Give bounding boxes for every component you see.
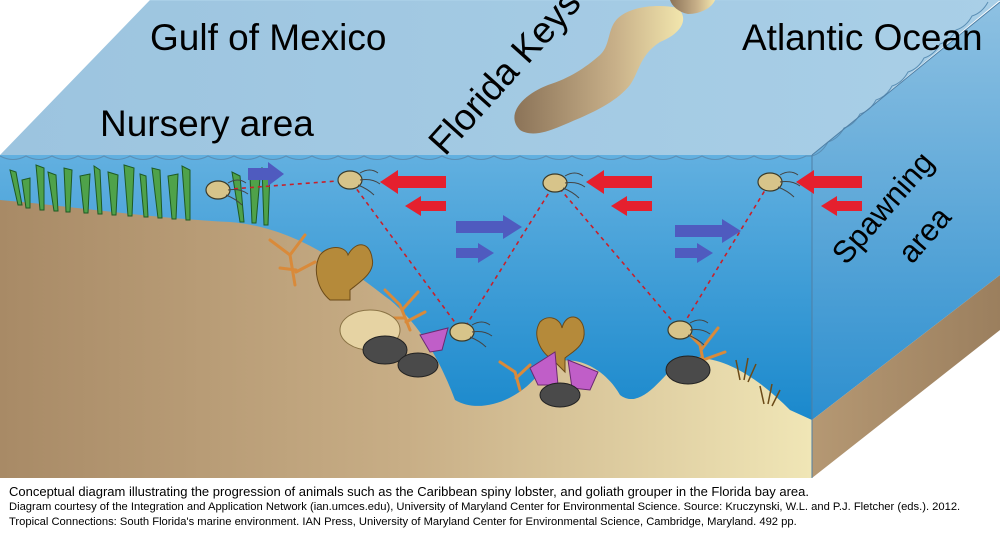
larva-icon [667,319,711,346]
florida-bay-diagram: Gulf of Mexico Atlantic Ocean Nursery ar… [0,0,1000,478]
blue-arrow-icon [675,219,741,243]
drift-arrows [248,162,741,263]
sea-fans [419,327,599,391]
larva-icon [205,179,249,206]
larva-icon [542,172,586,199]
red-arrow-icon [405,196,446,216]
inflow-arrows [380,170,862,216]
red-arrow-icon [380,170,446,194]
larva-icon [449,321,493,348]
label-nursery-area: Nursery area [100,103,314,144]
surface-waves [0,155,812,160]
blue-arrow-icon [456,243,494,263]
blue-arrow-icon [456,215,522,239]
figure-caption: Conceptual diagram illustrating the prog… [9,484,994,530]
larva-icon [757,171,801,198]
ocean-surface-fill [150,0,1000,1]
red-arrow-icon [821,196,862,216]
caption-main: Conceptual diagram illustrating the prog… [9,484,809,499]
boulder-corals [362,335,711,408]
larvae [205,169,801,348]
red-arrow-icon [796,170,862,194]
seagrass-bed [9,164,271,226]
caption-credit: Diagram courtesy of the Integration and … [9,501,961,528]
label-gulf-of-mexico: Gulf of Mexico [150,17,386,58]
branching-coral [268,233,727,392]
red-arrow-icon [611,196,652,216]
sea-whips [735,357,781,407]
elkhorn-coral [315,244,585,374]
red-arrow-icon [586,170,652,194]
ocean-surface [0,0,1000,155]
water-side-face [812,2,1000,420]
box-edges [811,1,1000,478]
migration-path [217,179,771,334]
seafloor-sediment [0,200,812,478]
blue-arrow-icon [675,243,713,263]
florida-keys-islands [514,0,715,134]
sediment-side-face [812,275,1000,478]
larva-icon [337,169,381,196]
label-atlantic-ocean: Atlantic Ocean [742,17,983,58]
blue-arrow-icon [248,162,284,186]
